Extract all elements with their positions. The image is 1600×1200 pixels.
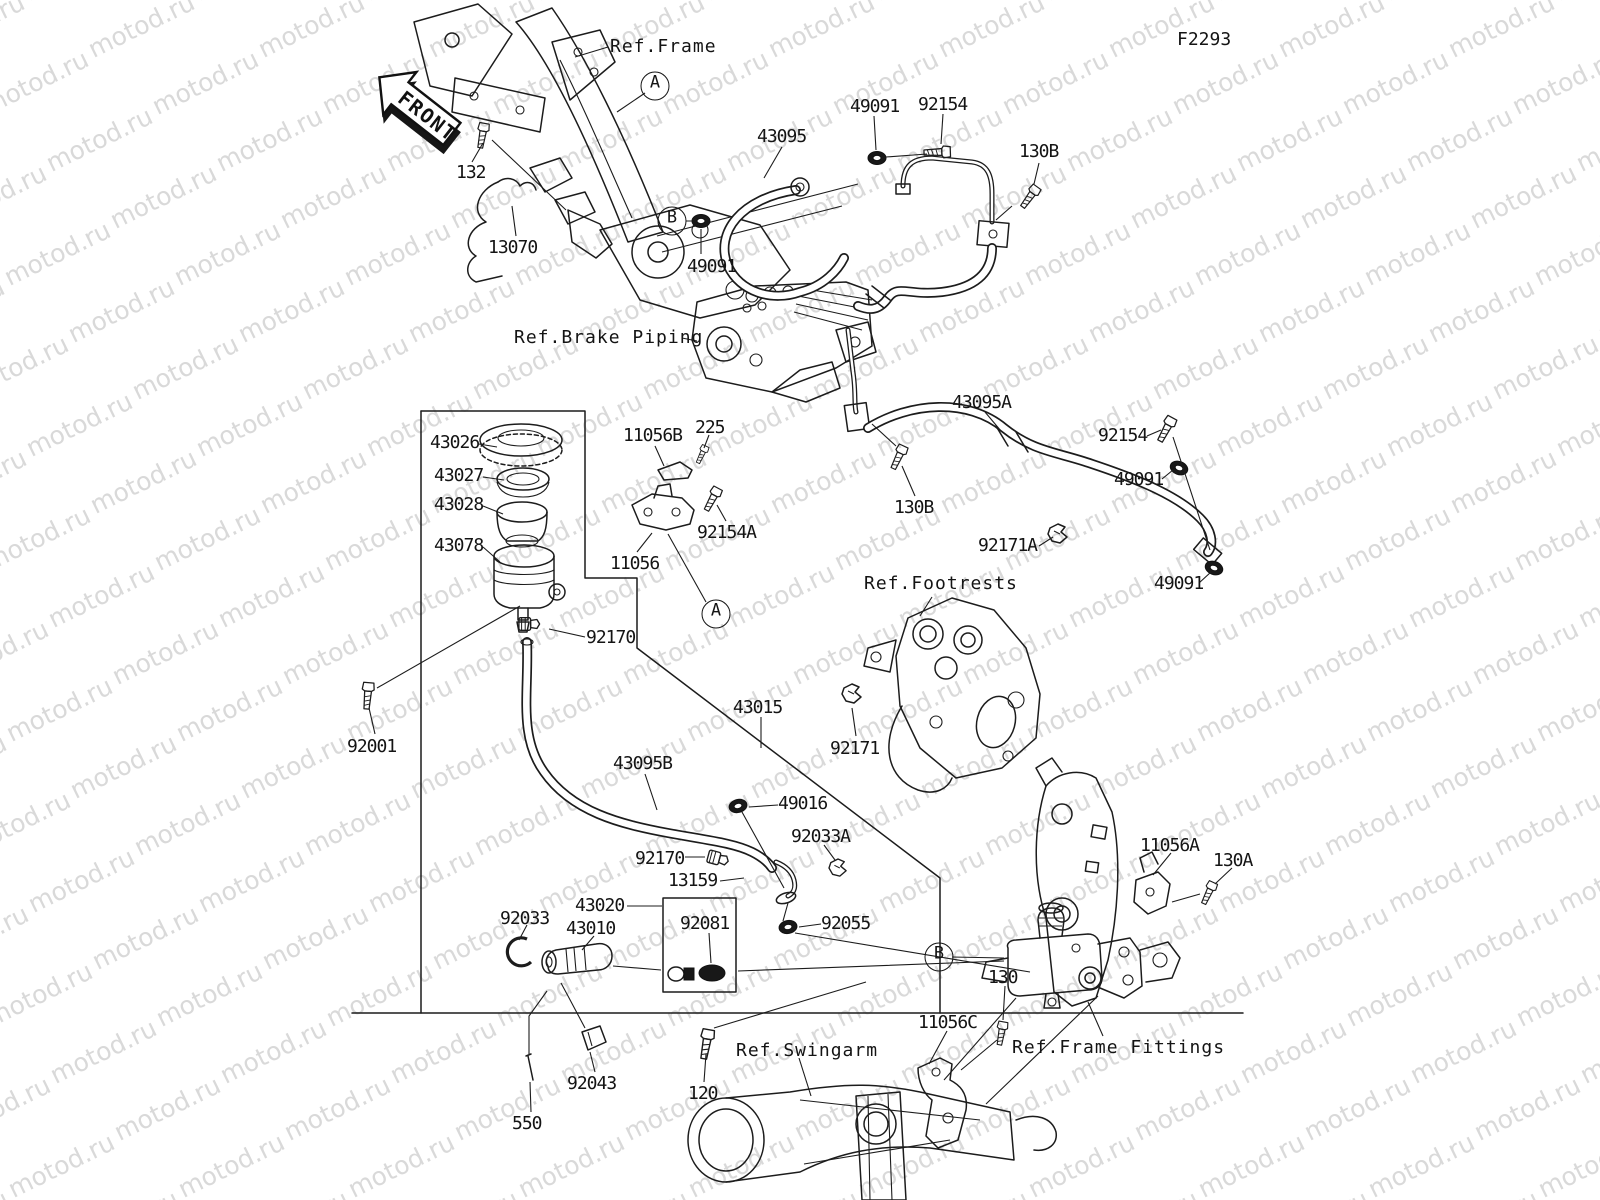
bracket-11056A (1133, 871, 1171, 915)
frame-assembly (413, 3, 859, 319)
part-label-11056B: 11056B (623, 425, 683, 446)
washer-49016-icon (727, 797, 749, 815)
part-label-13159: 13159 (668, 870, 718, 891)
detail-boundary (351, 410, 1244, 1014)
clamp-92171A-icon (1047, 523, 1068, 544)
hose-43095A (843, 327, 1223, 566)
pin-92043 (581, 1025, 607, 1051)
fitting-92170-mid-icon (705, 849, 731, 869)
bracket-11056 (631, 443, 724, 531)
view-circle-B-mid: B (657, 206, 687, 236)
part-label-11056: 11056 (610, 553, 660, 574)
part-label-92033A: 92033A (791, 826, 851, 847)
part-label-43095: 43095 (757, 126, 807, 147)
bolt-92001-icon (359, 681, 376, 711)
part-label-92171: 92171 (830, 738, 880, 759)
part-label-92043: 92043 (567, 1073, 617, 1094)
part-label-120: 120 (688, 1083, 718, 1104)
washer-49091-far-right-icon (1202, 558, 1226, 578)
bracket-11056C (917, 1057, 968, 1149)
part-label-225: 225 (695, 417, 725, 438)
part-label-92154-top: 92154 (918, 94, 968, 115)
clevis-43010 (545, 942, 613, 975)
part-label-92001: 92001 (347, 736, 397, 757)
part-label-43095B: 43095B (613, 753, 673, 774)
part-label-92170-mid: 92170 (635, 848, 685, 869)
ref-footrests-label: Ref.Footrests (864, 573, 1018, 594)
screw-225-icon (693, 443, 711, 466)
spring-92081 (698, 964, 726, 982)
leader-lines (368, 46, 1233, 1113)
part-label-130A: 130A (1213, 850, 1253, 871)
retainer-13070 (467, 181, 503, 283)
bolt-130B-top-icon (1017, 182, 1043, 211)
part-label-92154A: 92154A (697, 522, 757, 543)
diagram-code: F2293 (1177, 29, 1232, 50)
part-label-11056C: 11056C (918, 1012, 978, 1033)
fasteners (359, 121, 1226, 711)
bolt-130-icon (993, 1020, 1010, 1047)
part-label-43095A: 43095A (952, 392, 1012, 413)
part-label-49091-top: 49091 (850, 96, 900, 117)
ref-frame-label: Ref.Frame (610, 36, 717, 57)
part-label-130B-mid: 130B (894, 497, 934, 518)
clamp-92033A-icon (828, 858, 847, 877)
part-label-132: 132 (456, 162, 486, 183)
part-label-13070: 13070 (488, 237, 538, 258)
clamp-92171-icon (841, 683, 862, 704)
ref-frame-fittings-label: Ref.Frame Fittings (1012, 1037, 1226, 1058)
part-label-49091-right: 49091 (1114, 469, 1164, 490)
part-label-11056A: 11056A (1140, 835, 1200, 856)
ref-swingarm-label: Ref.Swingarm (736, 1040, 879, 1061)
part-label-92033: 92033 (500, 908, 550, 929)
hose-43095B (520, 637, 1031, 973)
part-label-43027: 43027 (434, 465, 484, 486)
hose-junction (853, 243, 997, 314)
footrest-bracket (841, 523, 1068, 793)
part-label-550: 550 (512, 1113, 542, 1134)
frame-fittings-bracket (1035, 757, 1219, 1007)
part-label-92170-top: 92170 (586, 627, 636, 648)
view-circle-B-bottom: B (924, 942, 954, 972)
part-label-49016: 49016 (778, 793, 828, 814)
washer-92055-icon (777, 918, 799, 936)
brake-pipe-top (895, 155, 1010, 249)
bolt-130B-mid-icon (887, 443, 910, 472)
part-label-43010: 43010 (566, 918, 616, 939)
part-label-92154-right: 92154 (1098, 425, 1148, 446)
circlip-92033 (505, 936, 533, 968)
part-label-92055: 92055 (821, 913, 871, 934)
washer-49091-mid-icon (691, 214, 711, 228)
view-circle-A-top: A (640, 71, 670, 101)
part-label-43028: 43028 (434, 494, 484, 515)
part-label-130B-top: 130B (1019, 141, 1059, 162)
master-cylinder (505, 902, 1181, 1009)
hose-43095 (719, 177, 849, 301)
part-label-43015: 43015 (733, 697, 783, 718)
part-label-43026: 43026 (430, 432, 480, 453)
part-label-92081: 92081 (680, 913, 730, 934)
ref-brake-piping-label: Ref.Brake Piping (514, 327, 704, 348)
part-label-92171A: 92171A (978, 535, 1038, 556)
bolt-92154A-icon (700, 485, 724, 514)
part-label-49091-mid: 49091 (687, 256, 737, 277)
front-arrow: FRONT (378, 70, 463, 155)
reservoir-parts (479, 423, 566, 633)
washer-49091-top-icon (867, 151, 887, 165)
part-label-130: 130 (988, 967, 1018, 988)
view-circle-A-mid: A (701, 599, 731, 629)
part-label-43020: 43020 (575, 895, 625, 916)
swingarm (525, 982, 1057, 1200)
pin-550 (525, 1053, 534, 1081)
part-label-49091-far-right: 49091 (1154, 573, 1204, 594)
washer-49091-right-icon (1167, 458, 1191, 478)
part-label-43078: 43078 (434, 535, 484, 556)
